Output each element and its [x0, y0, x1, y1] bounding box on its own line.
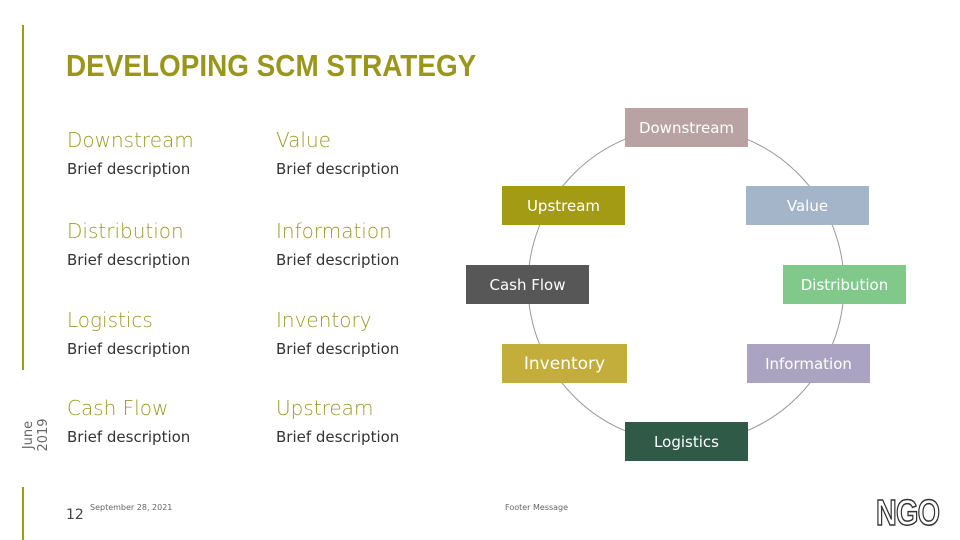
cycle-box-cash-flow: Cash Flow: [466, 265, 589, 304]
item-description: Brief description: [67, 160, 191, 178]
vertical-date: June 2019: [21, 418, 51, 452]
item-heading: Downstream: [67, 128, 194, 152]
item-heading: Inventory: [276, 308, 372, 332]
ngo-logo: NGO: [875, 491, 940, 534]
item-heading: Information: [276, 219, 392, 243]
page-number: 12: [66, 507, 84, 523]
footer-message: Footer Message: [505, 503, 569, 512]
item-heading: Distribution: [67, 219, 184, 243]
cycle-box-downstream: Downstream: [625, 108, 748, 147]
item-description: Brief description: [276, 340, 400, 358]
item-description: Brief description: [276, 251, 400, 269]
item-heading: Cash Flow: [67, 396, 169, 420]
item-heading: Value: [276, 128, 331, 152]
cycle-box-value: Value: [746, 186, 869, 225]
item-heading: Logistics: [67, 308, 153, 332]
item-description: Brief description: [67, 251, 191, 269]
footer-date: September 28, 2021: [90, 503, 173, 512]
item-description: Brief description: [67, 340, 191, 358]
item-description: Brief description: [276, 428, 400, 446]
accent-line-bottom: [22, 487, 24, 540]
cycle-box-distribution: Distribution: [783, 265, 906, 304]
item-description: Brief description: [67, 428, 191, 446]
cycle-box-information: Information: [747, 344, 870, 383]
item-description: Brief description: [276, 160, 400, 178]
accent-line-top: [22, 25, 24, 370]
slide-title: DEVELOPING SCM STRATEGY: [66, 48, 477, 83]
cycle-box-inventory: Inventory: [502, 344, 627, 383]
item-heading: Upstream: [276, 396, 374, 420]
cycle-box-upstream: Upstream: [502, 186, 625, 225]
cycle-box-logistics: Logistics: [625, 422, 748, 461]
